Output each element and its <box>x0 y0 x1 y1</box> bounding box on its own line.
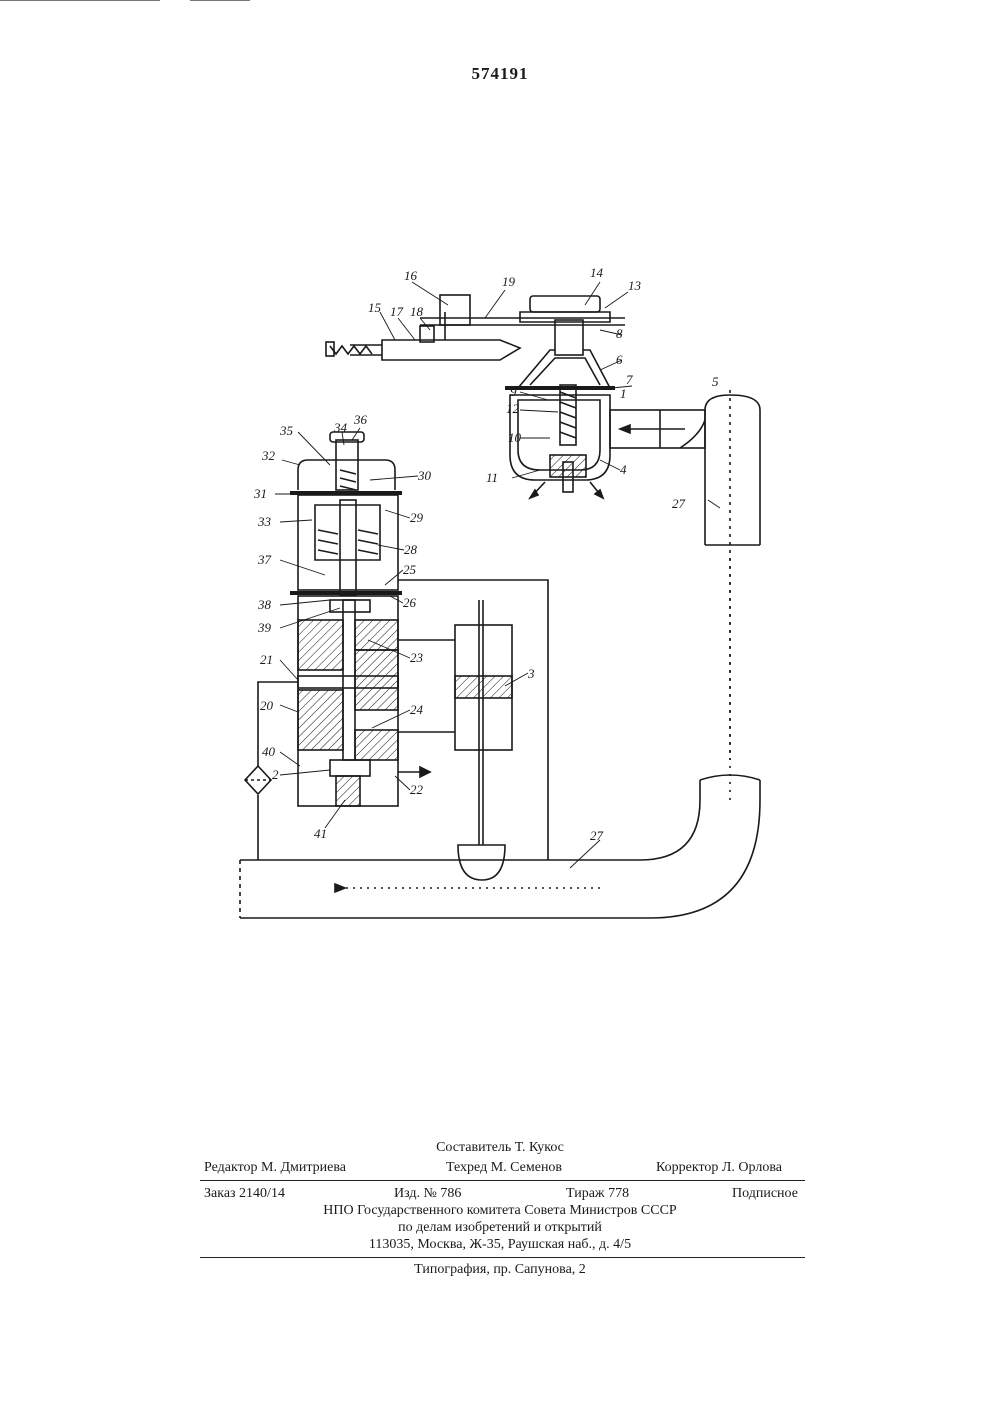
branch-pipe <box>610 410 705 448</box>
techred-line: Техред М. Семенов <box>446 1160 562 1176</box>
compiler-line: Составитель Т. Кукос <box>0 1140 1000 1156</box>
label-20: 20 <box>260 698 274 713</box>
address-line: 113035, Москва, Ж-35, Раушская наб., д. … <box>0 1237 1000 1253</box>
label-14: 14 <box>590 265 604 280</box>
label-11: 11 <box>486 470 498 485</box>
label-23: 23 <box>410 650 424 665</box>
label-27b: 27 <box>590 828 604 843</box>
label-17: 17 <box>390 304 404 319</box>
label-12: 12 <box>506 401 520 416</box>
label-10: 10 <box>508 430 522 445</box>
label-21: 21 <box>260 652 273 667</box>
circulation: Тираж 778 <box>566 1186 629 1202</box>
corrector-line: Корректор Л. Орлова <box>656 1160 782 1176</box>
label-6: 6 <box>616 352 623 367</box>
org-line-2: по делам изобретений и открытий <box>0 1220 1000 1236</box>
label-9: 9 <box>510 384 517 399</box>
imprint-rule-bottom <box>200 1257 805 1258</box>
label-15: 15 <box>368 300 382 315</box>
upper-valve <box>505 320 615 498</box>
label-33: 33 <box>257 514 272 529</box>
edition-number: Изд. № 786 <box>394 1186 461 1202</box>
imprint-rule-top <box>200 1180 805 1181</box>
label-37: 37 <box>257 552 272 567</box>
label-41: 41 <box>314 826 327 841</box>
printer-line: Типография, пр. Сапунова, 2 <box>0 1262 1000 1278</box>
label-26: 26 <box>403 595 417 610</box>
label-13: 13 <box>628 278 642 293</box>
label-35: 35 <box>279 423 294 438</box>
label-34: 34 <box>333 420 348 435</box>
org-line-1: НПО Государственного комитета Совета Мин… <box>0 1203 1000 1219</box>
label-1: 1 <box>620 386 627 401</box>
editor-line: Редактор М. Дмитриева <box>204 1160 346 1176</box>
regulator-block <box>290 432 430 806</box>
technical-drawing: 16 19 14 13 15 17 18 8 6 5 7 9 1 12 36 3… <box>0 0 1000 1000</box>
label-29: 29 <box>410 510 424 525</box>
label-22: 22 <box>410 782 424 797</box>
label-27a: 27 <box>672 496 686 511</box>
label-25: 25 <box>403 562 417 577</box>
label-5: 5 <box>712 374 719 389</box>
label-32: 32 <box>261 448 276 463</box>
label-24: 24 <box>410 702 424 717</box>
label-2: 2 <box>272 767 279 782</box>
reference-numerals: 16 19 14 13 15 17 18 8 6 5 7 9 1 12 36 3… <box>253 265 719 843</box>
label-7: 7 <box>626 372 633 387</box>
label-18: 18 <box>410 304 424 319</box>
label-16: 16 <box>404 268 418 283</box>
label-40: 40 <box>262 744 276 759</box>
label-39: 39 <box>257 620 272 635</box>
label-4: 4 <box>620 462 627 477</box>
subscription: Подписное <box>732 1186 798 1202</box>
order-number: Заказ 2140/14 <box>204 1186 285 1202</box>
label-31: 31 <box>253 486 267 501</box>
label-8: 8 <box>616 326 623 341</box>
label-36: 36 <box>353 412 368 427</box>
label-38: 38 <box>257 597 272 612</box>
label-19: 19 <box>502 274 516 289</box>
label-30: 30 <box>417 468 432 483</box>
label-28: 28 <box>404 542 418 557</box>
actuator-cylinder <box>455 600 512 880</box>
upper-pipe <box>705 390 760 760</box>
label-3: 3 <box>527 666 535 681</box>
